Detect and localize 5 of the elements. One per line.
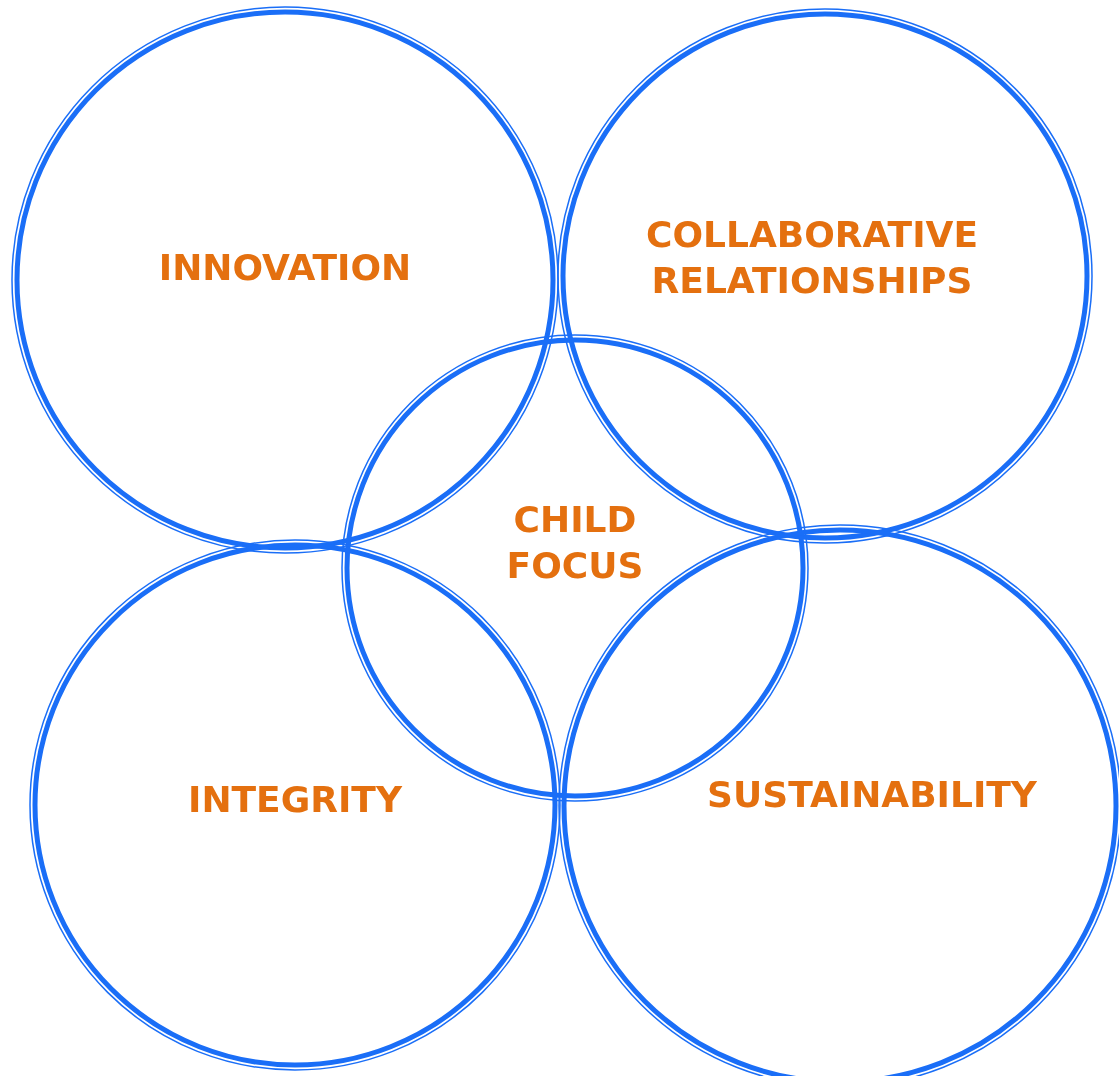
value-label: CHILD FOCUS — [505, 498, 645, 588]
value-label: INTEGRITY — [187, 778, 403, 822]
value-label: SUSTAINABILITY — [706, 773, 1038, 817]
value-label: COLLABORATIVE RELATIONSHIPS — [645, 213, 979, 303]
value-label: INNOVATION — [157, 246, 413, 290]
